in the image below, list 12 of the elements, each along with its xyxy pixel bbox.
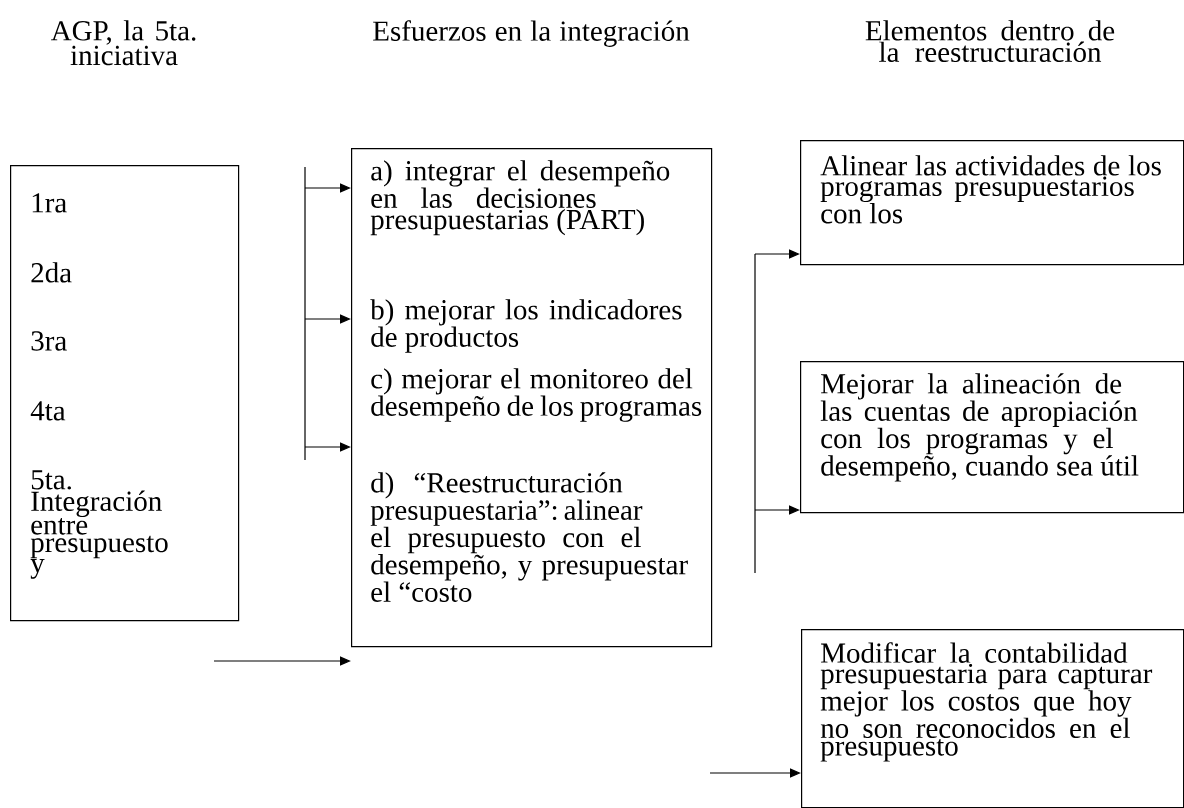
text-box: Mejorar la alineación de las cuentas de apropiación con los programas y el desempeño, cuando sea útil <box>800 361 1184 514</box>
text-box: Modificar la contabilidad presupuestaria para capturar mejor los costos que hoy no son reconocidos en el presupuesto <box>801 629 1184 808</box>
arrow <box>304 442 351 452</box>
arrow <box>213 656 351 666</box>
column-heading: Elementos dentro de la reestructuración <box>865 20 1115 63</box>
ordinal-list-box: 1ra 2da 3ra 4ta 5ta. Integración entre presupuesto y <box>10 165 240 622</box>
column-heading: Esfuerzos en la integración <box>373 20 690 47</box>
column-heading: AGP, la 5ta. iniciativa <box>51 20 196 66</box>
arrow <box>304 183 351 193</box>
arrow <box>304 314 351 324</box>
list-box: a) integrar el desempeño en las decisiones presupuestarias (PART) b) mejorar los indicadores de productos c) mejorar el monitoreo del desempeño de los programas d) “Reestructuración presupuestaria”: alinear el presupuesto con el desempeño, y presupuestar el “costo <box>351 148 713 648</box>
text-box: Alinear las actividades de los programas presupuestarios con los <box>800 140 1184 266</box>
